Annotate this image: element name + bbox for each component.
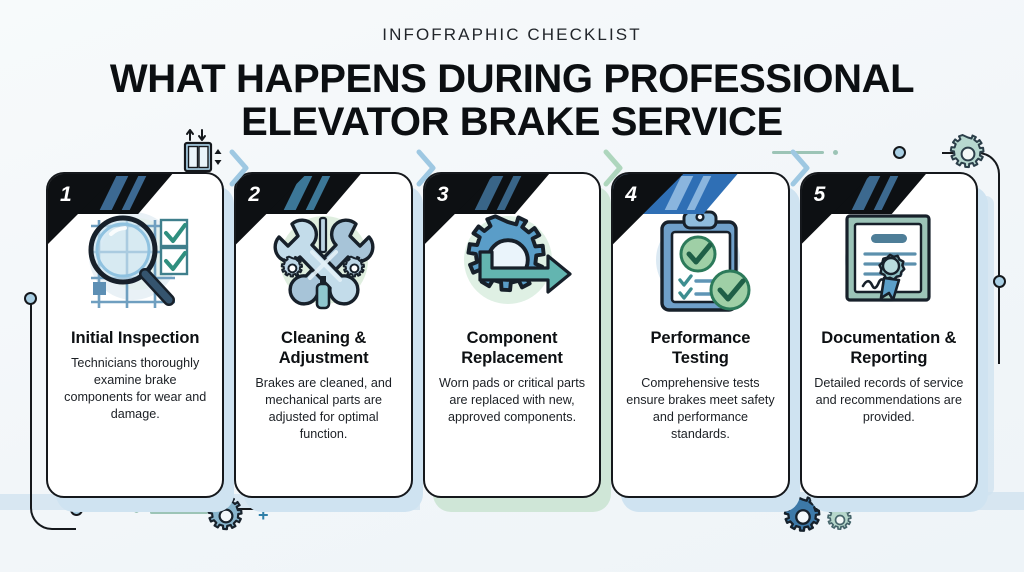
title-line-1: WHAT HAPPENS DURING PROFESSIONAL: [109, 57, 915, 101]
card-body: 3 Component Replacement Worn pads: [422, 172, 602, 498]
elevator-icon: [182, 128, 228, 176]
step-title: Cleaning & Adjustment: [278, 329, 369, 368]
step-card-3[interactable]: 3 Component Replacement Worn pads: [422, 172, 612, 512]
step-title: Component Replacement: [461, 329, 563, 368]
accent-dash-top-right: [772, 151, 824, 154]
card-body: 5: [799, 172, 979, 498]
connector-node-top-right: [893, 146, 906, 159]
step-number: 1: [60, 183, 72, 206]
crossed-wrenches-icon: [260, 204, 388, 322]
eyebrow-label: INFOFRAPHIC CHECKLIST: [382, 25, 642, 44]
connector-rail-left: [30, 298, 76, 530]
gear-icon-top-right: [948, 133, 988, 174]
step-card-2[interactable]: 2: [234, 172, 423, 512]
step-number: 4: [625, 183, 637, 206]
step-number: 5: [813, 183, 826, 206]
step-card-5[interactable]: 5: [799, 172, 989, 512]
chevron-right-icon-3: [602, 148, 624, 188]
certificate-award-icon: [825, 204, 953, 322]
step-description: Worn pads or critical parts are replaced…: [438, 376, 586, 425]
steps-row: 1: [46, 172, 989, 512]
chevron-right-icon-2: [415, 148, 437, 188]
step-card-1[interactable]: 1: [46, 172, 235, 512]
header: INFOFRAPHIC CHECKLIST WHAT HAPPENS DURIN…: [0, 26, 1024, 144]
clipboard-check-icon: [636, 204, 764, 322]
chevron-right-icon-1: [228, 148, 250, 188]
step-description: Brakes are cleaned, and mechanical parts…: [255, 376, 392, 442]
step-number: 2: [248, 183, 261, 206]
step-description: Technicians thoroughly examine brake com…: [64, 356, 207, 422]
connector-node-left: [24, 292, 37, 305]
accent-dash-bottom-left: [150, 511, 208, 514]
connector-node-right: [993, 275, 1006, 288]
step-number: 3: [436, 183, 449, 206]
card-body: 4: [611, 172, 790, 498]
step-description: Detailed records of service and recommen…: [814, 376, 964, 425]
accent-dot-top-right: [833, 150, 838, 155]
page-title: WHAT HAPPENS DURING PROFESSIONAL ELEVATO…: [0, 58, 1024, 144]
gear-icon-bottom-right-small: [826, 505, 854, 534]
card-body: 1: [46, 172, 225, 498]
title-line-2: ELEVATOR BRAKE SERVICE: [241, 99, 783, 144]
gear-arrow-icon: [448, 204, 576, 322]
step-card-4[interactable]: 4: [611, 172, 800, 512]
step-title: Documentation & Reporting: [821, 329, 957, 368]
magnifying-glass-checklist-icon: [71, 204, 199, 322]
card-body: 2: [234, 172, 413, 498]
step-description: Comprehensive tests ensure brakes meet s…: [626, 376, 775, 442]
step-title: Performance Testing: [650, 329, 751, 368]
chevron-right-icon-4: [789, 148, 811, 188]
plus-mark: +: [258, 505, 269, 525]
step-title: Initial Inspection: [71, 329, 200, 347]
